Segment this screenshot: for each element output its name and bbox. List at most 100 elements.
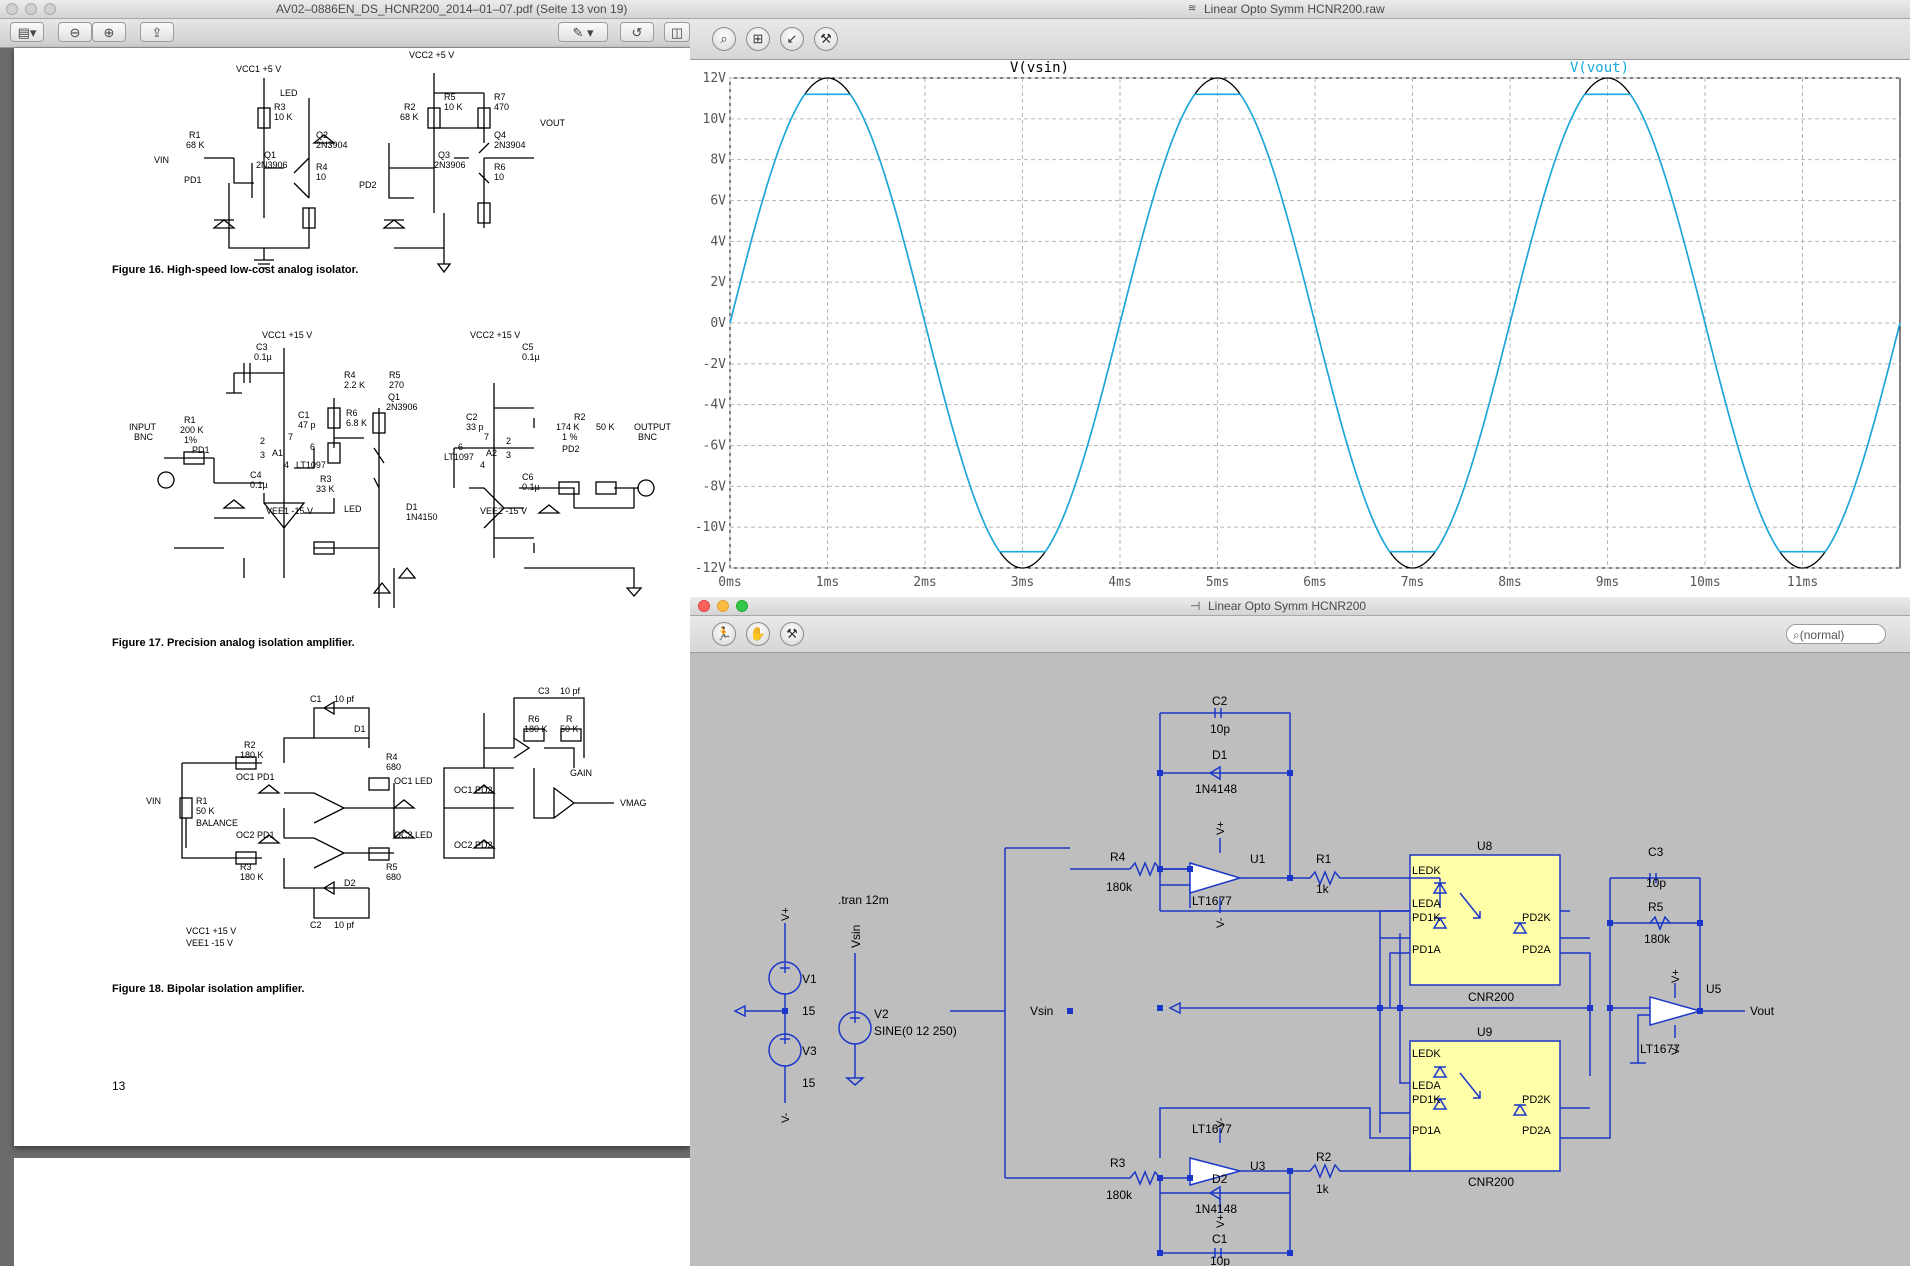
fig18-r1-label: R1 — [196, 796, 208, 806]
fig16-r4v-label: 10 — [316, 172, 326, 182]
close-dot[interactable] — [6, 3, 18, 15]
fig17-pin-label: 6 — [310, 442, 315, 452]
fig16-q1v-label: 2N3906 — [256, 160, 288, 170]
fig18-gain-label: GAIN — [570, 768, 592, 778]
r3-label: R3 — [1110, 1156, 1126, 1170]
u9-pin-pd1k: PD1K — [1412, 1094, 1441, 1106]
y-tick-label: 0V — [710, 316, 726, 331]
hammer-icon[interactable]: ⚒ — [780, 622, 804, 646]
fig17-r4v-label: 2.2 K — [344, 380, 365, 390]
plot-toolbar: ⌕ ⊞ ↙ ⚒ — [690, 19, 1910, 60]
fig17-c3-label: C3 — [256, 342, 268, 352]
legend-vout[interactable]: V(vout) — [1570, 60, 1629, 76]
fig18-r6v-label: 180 K — [524, 724, 548, 734]
fig17-pin-label: 2 — [506, 436, 511, 446]
pdf-window-title: AV02–0886EN_DS_HCNR200_2014–01–07.pdf (S… — [276, 2, 628, 16]
fig17-input-label: INPUT — [129, 422, 157, 432]
fig17-c6v-label: 0.1µ — [522, 482, 540, 492]
fig17-lt2-label: LT1097 — [444, 452, 474, 462]
fig18-r4v-label: 680 — [386, 762, 401, 772]
v2-vsin-netlabel: Vsin — [849, 925, 863, 948]
fig18-r7-label: R — [566, 714, 573, 724]
run-icon[interactable]: 🏃 — [712, 622, 736, 646]
fig18-oc1pd2-label: OC1 PD2 — [454, 785, 493, 795]
minimize-dot[interactable] — [717, 600, 729, 612]
search-field[interactable]: ⌕(normal) — [1786, 624, 1886, 644]
d1-label: D1 — [1212, 748, 1228, 762]
x-tick-label: 8ms — [1498, 575, 1521, 590]
plot-window: ≋ Linear Opto Symm HCNR200.raw ⌕ ⊞ ↙ ⚒ 0… — [690, 0, 1910, 597]
r1-label: R1 — [1316, 852, 1332, 866]
fig16-q4-label: Q4 — [494, 130, 506, 140]
u3-model: LT1677 — [1192, 1122, 1232, 1136]
x-tick-label: 5ms — [1206, 575, 1229, 590]
y-tick-label: 8V — [710, 153, 726, 168]
u3-vplus: V+ — [1215, 1214, 1227, 1228]
u5-label: U5 — [1706, 982, 1722, 996]
fig17-vee2-label: VEE2 -15 V — [480, 506, 527, 516]
c2-value: 10p — [1210, 722, 1230, 736]
vsin-netlabel: Vsin — [1030, 1004, 1053, 1018]
x-tick-label: 9ms — [1596, 575, 1619, 590]
c3-label: C3 — [1648, 845, 1664, 859]
fig18-d2-label: D2 — [344, 878, 356, 888]
fig17-r3v-label: 33 K — [316, 484, 335, 494]
u9-pin-pd2a: PD2A — [1522, 1125, 1551, 1137]
fig18-vin-label: VIN — [146, 796, 161, 806]
x-tick-label: 2ms — [913, 575, 936, 590]
u3-vminus: V- — [1215, 1117, 1227, 1128]
schematic-window-title: Linear Opto Symm HCNR200 — [1208, 599, 1367, 613]
fig16-r6-label: R6 — [494, 162, 506, 172]
fig18-r6-label: R6 — [528, 714, 540, 724]
toolbox-button[interactable]: ◫ — [664, 22, 690, 42]
rotate-button[interactable]: ↺ — [620, 22, 654, 42]
zoom-back-icon[interactable]: ↙ — [780, 27, 804, 51]
probe-icon[interactable]: ⚒ — [814, 27, 838, 51]
zoom-in-button[interactable]: ⊕ — [92, 22, 126, 42]
fig18-r5-label: R5 — [386, 862, 398, 872]
plot-window-title: Linear Opto Symm HCNR200.raw — [1204, 2, 1385, 16]
v1-label: V1 — [802, 972, 817, 986]
fig17-lt1-label: LT1097 — [296, 460, 326, 470]
d2-value: 1N4148 — [1195, 1202, 1237, 1216]
fig18-d1-label: D1 — [354, 724, 366, 734]
share-button[interactable]: ⇪ — [140, 22, 174, 42]
fig17-c5v-label: 0.1µ — [522, 352, 540, 362]
fig16-r7v-label: 470 — [494, 102, 509, 112]
zoom-dot[interactable] — [44, 3, 56, 15]
fig17-r6v-label: 6.8 K — [346, 418, 367, 428]
fig17-c1v-label: 47 p — [298, 420, 316, 430]
u9-pin-leda: LEDA — [1412, 1080, 1441, 1092]
x-tick-label: 10ms — [1689, 575, 1720, 590]
u9-model: CNR200 — [1468, 1175, 1514, 1189]
r2-value: 1k — [1316, 1182, 1330, 1196]
annotate-button[interactable]: ✎ ▾ — [558, 22, 608, 42]
zoom-full-icon[interactable]: ⊞ — [746, 27, 770, 51]
schematic-canvas[interactable]: .tran 12m C2 10p D1 1N4148 R4 180k U1 LT… — [690, 653, 1910, 1266]
fig18-c2-label: C2 — [310, 920, 322, 930]
close-dot[interactable] — [698, 600, 710, 612]
zoom-out-button[interactable]: ⊖ — [58, 22, 92, 42]
zoom-area-icon[interactable]: ⌕ — [712, 27, 736, 51]
pdf-figures: VCC1 +5 V LED R3 10 K R1 68 K VIN Q1 2N3… — [112, 50, 672, 1093]
fig16-r1v-label: 68 K — [186, 140, 205, 150]
minimize-dot[interactable] — [25, 3, 37, 15]
u9-pin-ledk: LEDK — [1412, 1048, 1441, 1060]
pan-hand-icon[interactable]: ✋ — [746, 622, 770, 646]
fig18-r2-label: R2 — [244, 740, 256, 750]
zoom-dot[interactable] — [736, 600, 748, 612]
figure-16-caption: Figure 16. High-speed low-cost analog is… — [112, 264, 358, 276]
r5-value: 180k — [1644, 932, 1671, 946]
legend-vsin[interactable]: V(vsin) — [1010, 60, 1069, 76]
y-tick-label: 6V — [710, 194, 726, 209]
x-tick-label: 7ms — [1401, 575, 1424, 590]
fig16-r2-label: R2 — [404, 102, 416, 112]
u5-vplus: V+ — [1670, 969, 1682, 983]
sidebar-toggle-button[interactable]: ▤▾ — [10, 22, 44, 42]
tran-directive[interactable]: .tran 12m — [838, 893, 889, 907]
fig17-r2v1-label: 174 K — [556, 422, 580, 432]
schematic-toolbar: 🏃 ✋ ⚒ ⌕(normal) — [690, 616, 1910, 653]
pdf-window: AV02–0886EN_DS_HCNR200_2014–01–07.pdf (S… — [0, 0, 690, 1266]
fig17-pin-label: 4 — [480, 460, 485, 470]
